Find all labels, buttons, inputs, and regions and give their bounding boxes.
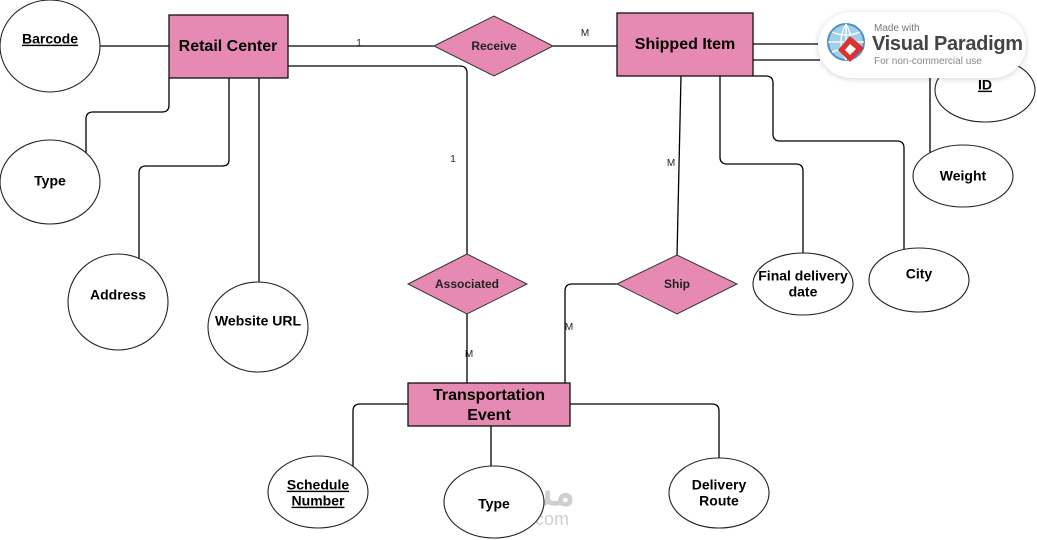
attribute-weight-label: Weight (940, 168, 987, 184)
entity-shipped-item[interactable]: Shipped Item (616, 12, 754, 77)
edge-transport-route (570, 403, 720, 458)
entity-shipped-item-label: Shipped Item (635, 36, 735, 53)
attribute-website-url[interactable]: Website URL (207, 281, 309, 373)
card-ship-shipped: M (667, 158, 675, 169)
attribute-transport-type[interactable]: Type (443, 465, 545, 539)
attribute-retail-type[interactable]: Type (0, 139, 101, 225)
card-receive-shipped: M (581, 28, 589, 39)
entity-transportation-event-label-line1: Transportation (433, 387, 545, 404)
attribute-city[interactable]: City (868, 247, 970, 313)
attribute-schedule-number-line2: Number (292, 493, 345, 509)
card-associated-retail: 1 (450, 154, 456, 165)
entity-transportation-event[interactable]: Transportation Event (407, 382, 571, 427)
entity-retail-center-label: Retail Center (179, 38, 278, 55)
attribute-final-delivery-date-line1: Final delivery (758, 268, 848, 284)
badge-license: For non-commercial use (874, 56, 982, 67)
edge-retail-type (85, 78, 170, 158)
attribute-final-delivery-date-line2: date (789, 284, 818, 300)
attribute-id-label: ID (978, 77, 992, 93)
relationship-ship-label: Ship (664, 277, 690, 291)
edge-retail-address (138, 78, 230, 258)
attribute-website-url-label: Website URL (215, 313, 302, 329)
card-receive-retail: 1 (356, 38, 362, 49)
attribute-final-delivery-date[interactable]: Final delivery date (752, 252, 854, 316)
relationship-associated-label: Associated (435, 277, 499, 291)
edge-shipped-city (753, 75, 905, 250)
attribute-address-label: Address (90, 287, 146, 303)
attribute-weight[interactable]: Weight (912, 144, 1014, 208)
card-ship-transport: M (565, 322, 573, 333)
attribute-schedule-number-line1: Schedule (287, 477, 349, 493)
edge-transport-schedule (352, 403, 408, 468)
attribute-city-label: City (906, 266, 933, 282)
badge-made-with: Made with (874, 23, 920, 34)
relationship-receive[interactable]: Receive (432, 15, 555, 77)
visual-paradigm-logo-icon (827, 23, 865, 62)
visual-paradigm-badge: Made with Visual Paradigm For non-commer… (818, 12, 1026, 78)
relationship-ship[interactable]: Ship (615, 254, 739, 315)
attribute-address[interactable]: Address (67, 253, 169, 351)
relationship-receive-label: Receive (471, 39, 517, 53)
edge-retail-associated (288, 65, 468, 254)
attribute-retail-type-label: Type (34, 173, 66, 189)
entity-retail-center[interactable]: Retail Center (168, 14, 289, 79)
badge-brand: Visual Paradigm (872, 33, 1023, 55)
attribute-delivery-route[interactable]: Delivery Route (668, 457, 770, 529)
attribute-barcode[interactable]: Barcode (0, 0, 101, 93)
cardinality-labels: 1 M 1 M M M (356, 28, 675, 360)
edge-ship-transport (564, 283, 617, 383)
attribute-delivery-route-line1: Delivery (692, 477, 747, 493)
entity-transportation-event-label-line2: Event (467, 407, 511, 424)
card-associated-transport: M (465, 349, 473, 360)
attribute-schedule-number[interactable]: Schedule Number (267, 455, 369, 529)
relationship-associated[interactable]: Associated (406, 253, 529, 315)
attribute-transport-type-label: Type (478, 496, 510, 512)
connectors (85, 43, 931, 468)
edge-shipped-final-date (719, 76, 804, 253)
attribute-barcode-label: Barcode (22, 31, 78, 47)
edge-shipped-ship (676, 75, 682, 257)
attribute-delivery-route-line2: Route (699, 493, 739, 509)
